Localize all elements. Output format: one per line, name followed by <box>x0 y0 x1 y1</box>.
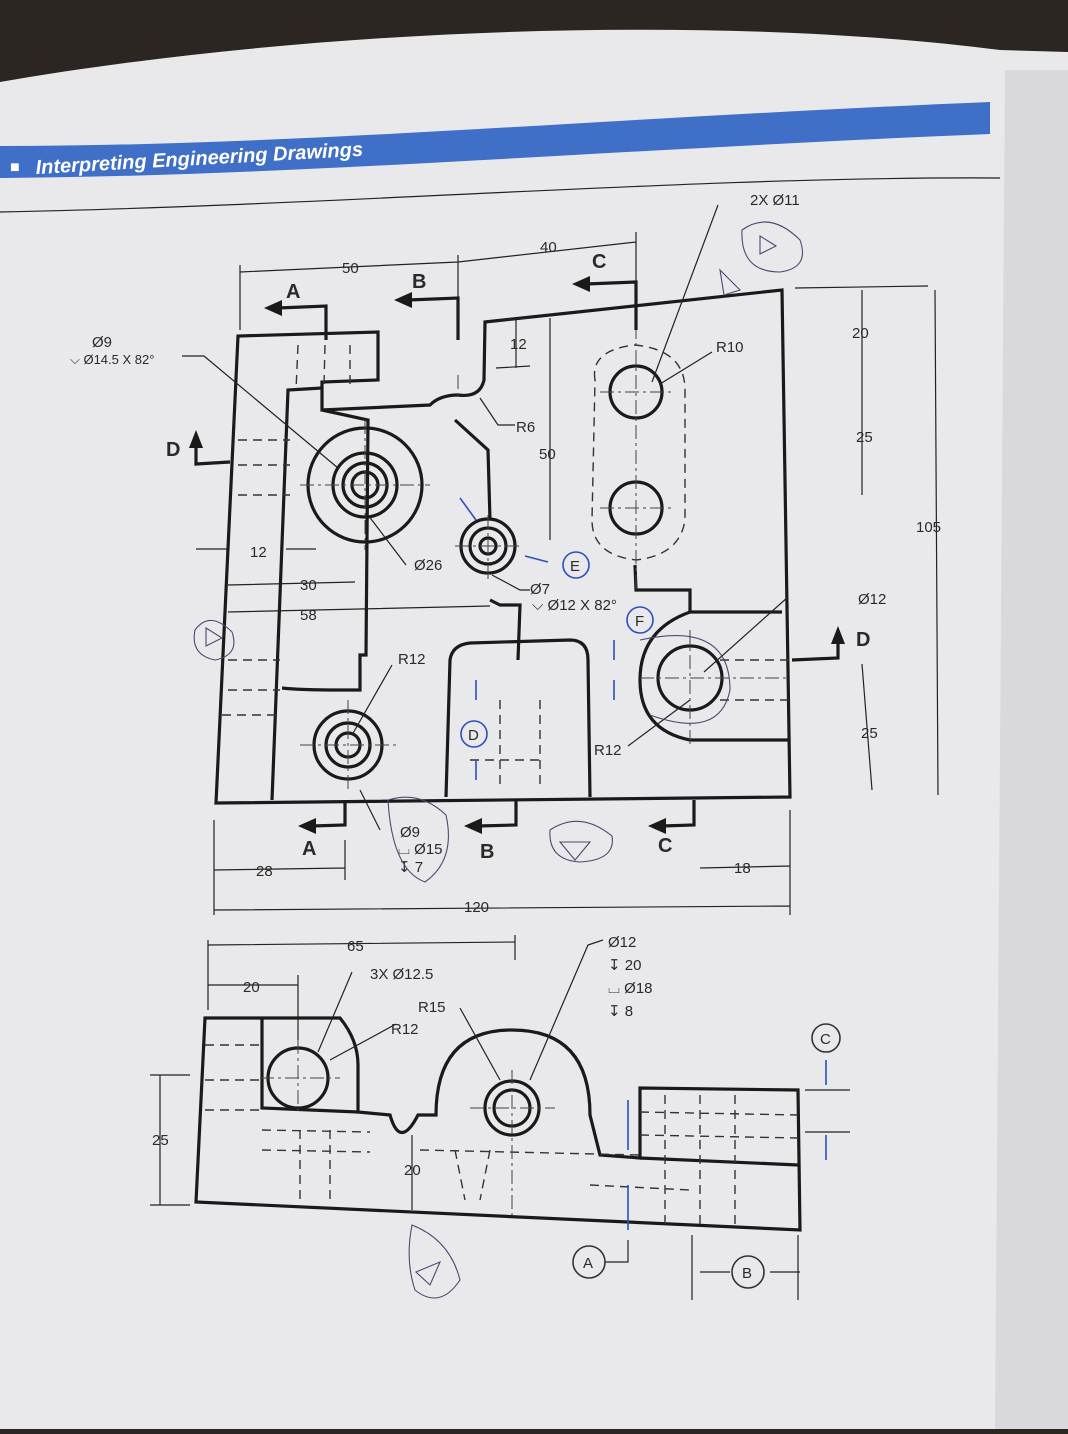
front-inner-left <box>260 1018 359 1114</box>
blue-arrows <box>459 497 615 780</box>
centerlines <box>300 300 790 790</box>
dim-lines-left <box>196 548 491 613</box>
leader-lines <box>182 204 789 831</box>
note-dia-7: Ø7 <box>530 581 550 598</box>
note-counterbore-dia-18: ⌴ Ø18 <box>608 980 653 997</box>
dim-50: 50 <box>342 260 359 277</box>
note-r12-front: R12 <box>391 1021 419 1038</box>
dim-20: 20 <box>852 325 869 342</box>
callout-e: E <box>562 551 590 579</box>
pencil-mark-front <box>408 1224 461 1299</box>
front-step-right <box>639 1156 799 1167</box>
note-r10: R10 <box>716 339 744 356</box>
dim-12-vertical: 12 <box>510 336 527 353</box>
dim-20-vertical-front: 20 <box>404 1162 421 1179</box>
pencil-arc-right <box>639 635 731 724</box>
front-leaders <box>317 939 629 1263</box>
note-r6: R6 <box>516 419 535 436</box>
section-label-c-top: C <box>592 251 606 273</box>
dim-25-lower: 25 <box>861 725 878 742</box>
dim-lines-bottom <box>213 810 791 915</box>
mid-step-2 <box>489 598 522 661</box>
note-hole-dia-12: Ø12 <box>608 934 636 951</box>
note-counterbore-depth-7: ↧ 7 <box>398 859 423 876</box>
callout-c-front: C <box>811 1023 841 1053</box>
callout-d: D <box>460 720 488 748</box>
svg-text:A: A <box>583 1255 593 1272</box>
dim-105: 105 <box>916 519 941 536</box>
svg-text:E: E <box>570 558 580 575</box>
note-2x-dia-11: 2X Ø11 <box>750 192 800 209</box>
note-countersink-14-5: ⌵ Ø14.5 X 82° <box>70 352 154 367</box>
inner-wall-left <box>270 386 323 801</box>
mid-step <box>453 418 492 521</box>
note-r15: R15 <box>418 999 446 1016</box>
dim-lines-right <box>794 285 939 796</box>
hidden-lines-top <box>295 344 351 391</box>
pencil-mark-top-right <box>719 221 804 296</box>
dim-25-upper: 25 <box>856 429 873 446</box>
section-label-d-right: D <box>856 629 870 651</box>
pencil-circle-note <box>387 796 449 883</box>
dim-50-vertical: 50 <box>539 446 556 463</box>
r12-slot <box>638 610 790 742</box>
svg-text:F: F <box>635 613 644 630</box>
dim-12-horizontal: 12 <box>250 544 267 561</box>
slot-hidden <box>591 344 686 561</box>
svg-text:D: D <box>468 727 479 744</box>
dim-lines-top <box>239 232 637 330</box>
front-dim-lines <box>150 935 850 1300</box>
pencil-mark-left <box>193 619 235 661</box>
note-dia-12: Ø12 <box>858 591 886 608</box>
header-band <box>0 102 990 178</box>
dim-120: 120 <box>464 899 489 916</box>
hidden-lines-slot <box>470 700 545 790</box>
top-view: A B C D A B C D 50 40 12 50 20 25 105 25… <box>70 192 941 916</box>
svg-text:C: C <box>820 1031 831 1048</box>
note-r12-right: R12 <box>594 742 622 759</box>
dim-20-front: 20 <box>243 979 260 996</box>
note-counterbore-dia-15: ⌴ Ø15 <box>398 841 443 858</box>
note-3x-dia-12-5: 3X Ø12.5 <box>370 966 433 983</box>
note-hole-dia-9: Ø9 <box>92 334 112 351</box>
note-counterbore-depth-8: ↧ 8 <box>608 1003 633 1020</box>
note-counterbore-dia-9: Ø9 <box>400 824 420 841</box>
front-blue-arrows <box>627 1060 827 1230</box>
section-label-d-left: D <box>166 439 180 461</box>
dim-25-front: 25 <box>152 1132 169 1149</box>
note-countersink-12: ⌵ Ø12 X 82° <box>532 597 617 614</box>
dim-28: 28 <box>256 863 273 880</box>
section-label-b-top: B <box>412 271 426 293</box>
header-rule <box>0 177 1001 213</box>
front-hidden-lines <box>205 1044 799 1230</box>
front-centerlines <box>260 1040 555 1215</box>
callout-b-front: B <box>731 1255 765 1289</box>
dim-30: 30 <box>300 577 317 594</box>
hidden-lines-right <box>720 659 790 701</box>
section-label-a-bottom: A <box>302 838 316 860</box>
header-bullet: ■ <box>10 159 20 176</box>
section-label-c-bottom: C <box>658 835 672 857</box>
dim-58: 58 <box>300 607 317 624</box>
step-line <box>281 408 370 692</box>
front-view: 65 20 25 20 3X Ø12.5 R15 R12 Ø12 ↧ 20 ⌴ … <box>150 934 850 1300</box>
front-view-outline <box>194 1016 802 1232</box>
note-dia-26: Ø26 <box>414 557 442 574</box>
section-label-a-top: A <box>286 281 300 303</box>
svg-text:B: B <box>742 1265 752 1282</box>
dim-40: 40 <box>540 239 557 256</box>
note-hole-depth-20: ↧ 20 <box>608 957 641 974</box>
dim-lines-12-50 <box>495 317 551 540</box>
callout-f: F <box>626 606 654 634</box>
pencil-mark-bottom <box>549 820 613 863</box>
dim-65: 65 <box>347 938 364 955</box>
callout-a-front: A <box>572 1245 606 1279</box>
page-edge <box>995 70 1068 1429</box>
note-r12-left: R12 <box>398 651 426 668</box>
section-label-b-bottom: B <box>480 841 494 863</box>
dim-18: 18 <box>734 860 751 877</box>
